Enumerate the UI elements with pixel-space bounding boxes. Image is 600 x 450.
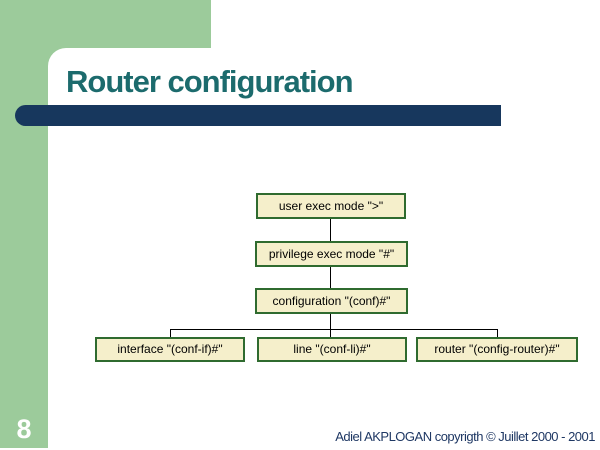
connector-branch-horizontal — [170, 329, 498, 330]
connector-drop-interface — [170, 329, 171, 337]
slide-title: Router configuration — [66, 64, 354, 99]
connector-privilege-to-configuration — [330, 267, 331, 288]
connector-drop-router — [497, 329, 498, 337]
connector-user-to-privilege — [330, 219, 331, 241]
connector-configuration-stem — [330, 314, 331, 329]
title-accent-bar — [15, 105, 501, 126]
page-number: 8 — [16, 414, 32, 444]
node-configuration-mode: configuration "(conf)#" — [255, 288, 408, 314]
connector-drop-line — [330, 329, 331, 337]
node-user-exec-mode: user exec mode ">" — [256, 193, 406, 219]
copyright-footer: Adiel AKPLOGAN copyrigth © Juillet 2000 … — [335, 429, 595, 444]
node-privilege-exec-mode: privilege exec mode "#" — [255, 241, 408, 267]
node-line-mode: line "(conf-li)#" — [257, 337, 407, 362]
node-router-mode: router "(config-router)#" — [416, 337, 578, 362]
node-interface-mode: interface "(conf-if)#" — [95, 337, 245, 362]
